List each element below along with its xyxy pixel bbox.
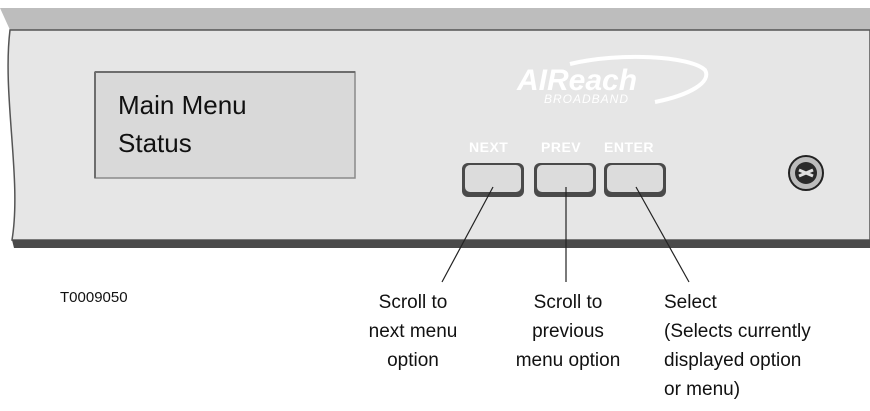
callout-next-line-3: option	[387, 350, 439, 371]
panel-top-edge	[0, 8, 870, 30]
callout-enter-line-1: Select	[664, 292, 718, 313]
lcd-line-1: Main Menu	[118, 90, 247, 120]
callout-next-line-1: Scroll to	[379, 292, 448, 313]
callout-prev-line-2: previous	[532, 321, 604, 342]
next-button-label: NEXT	[469, 139, 508, 155]
callout-next-line-2: next menu	[369, 321, 458, 342]
prev-button[interactable]	[534, 163, 596, 197]
callout-prev-line-3: menu option	[516, 350, 621, 371]
panel-bottom-edge	[12, 240, 870, 248]
screw-icon	[788, 155, 824, 191]
logo-brand: AIReach	[516, 64, 637, 97]
leader-line-next	[441, 186, 494, 283]
callout-enter-line-4: or menu)	[664, 379, 740, 400]
brand-logo: AIReach BROADBAND	[516, 54, 709, 106]
figure-code: T0009050	[60, 289, 128, 306]
logo-subtitle: BROADBAND	[544, 92, 629, 106]
leader-line-enter	[635, 186, 690, 283]
lcd-line-2: Status	[118, 128, 192, 158]
enter-button[interactable]	[604, 163, 666, 197]
enter-button-label: ENTER	[604, 139, 654, 155]
callout-prev-line-1: Scroll to	[534, 292, 603, 313]
prev-button-label: PREV	[541, 139, 581, 155]
next-button[interactable]	[462, 163, 524, 197]
callout-enter-line-3: displayed option	[664, 350, 801, 371]
lcd-display: Main Menu Status	[94, 71, 356, 179]
callout-enter-line-2: (Selects currently	[664, 321, 811, 342]
